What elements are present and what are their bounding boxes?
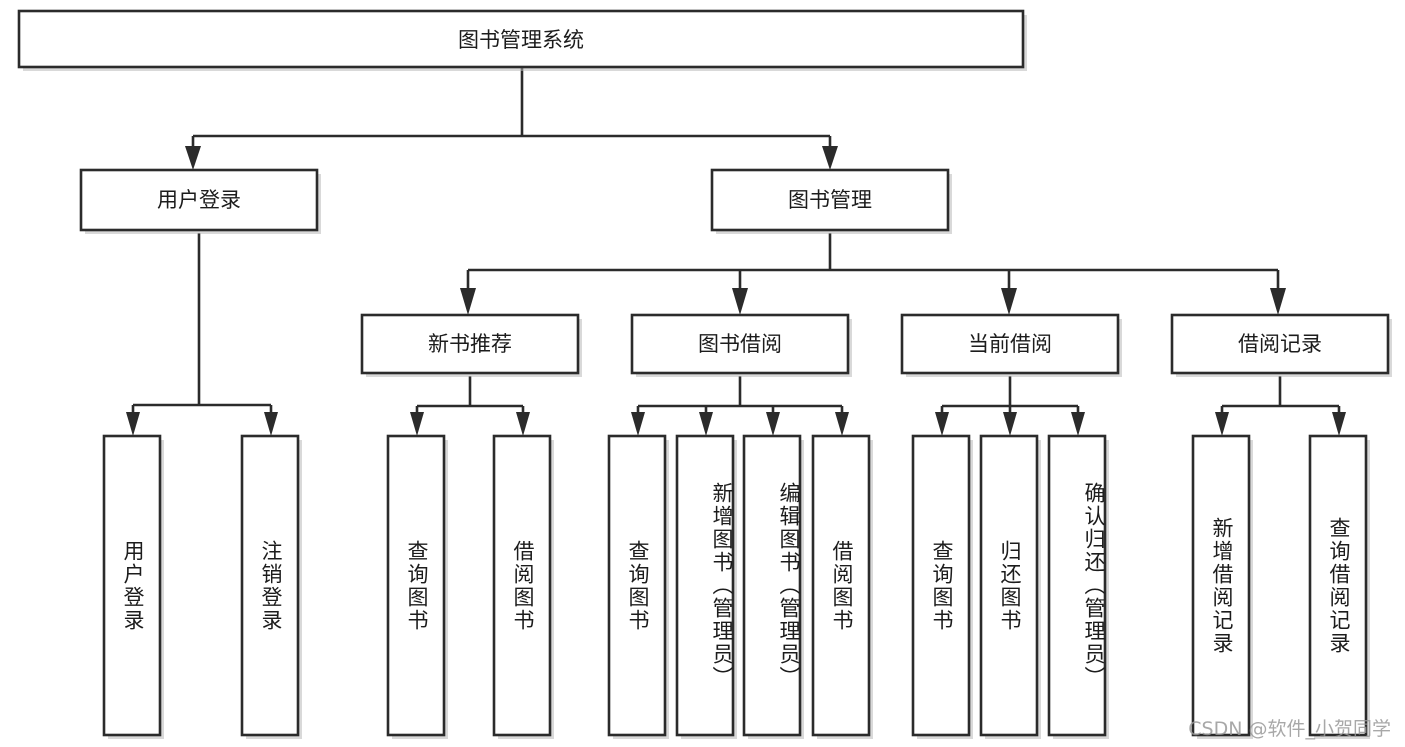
leaf-bb-edit-box[interactable]: [742, 434, 802, 737]
arrow-head-leaf-cb-confirm: [1071, 412, 1085, 436]
arrow-head-leaf-rec-borrow: [516, 412, 530, 436]
node-user-login[interactable]: 用户登录: [79, 168, 321, 234]
node-book-borrow[interactable]: 图书借阅: [630, 313, 852, 377]
arrow-head-leaf-br-add: [1215, 412, 1229, 436]
node-user-login-box[interactable]: [79, 168, 319, 232]
arrow-head-book-manage: [822, 146, 838, 170]
leaf-br-add-box[interactable]: [1191, 434, 1251, 737]
leaf-bb-query-box[interactable]: [607, 434, 667, 737]
arrow-head-new-book-rec: [460, 288, 476, 315]
node-current-borrow-box[interactable]: [900, 313, 1120, 375]
arrow-head-user-login: [185, 146, 201, 170]
node-root[interactable]: 图书管理系统: [17, 9, 1027, 71]
leaf-cb-query-box[interactable]: [911, 434, 971, 737]
node-book-manage-box[interactable]: [710, 168, 950, 232]
node-current-borrow-label: 当前借阅: [968, 332, 1052, 356]
leaf-cb-confirm-box[interactable]: [1047, 434, 1107, 737]
leaf-box-layer: [102, 434, 1370, 739]
node-book-borrow-label: 图书借阅: [698, 332, 782, 356]
arrow-head-leaf-br-query: [1332, 412, 1346, 436]
arrow-head-leaf-bb-borrow: [835, 412, 849, 436]
node-borrow-record-label: 借阅记录: [1238, 332, 1322, 356]
leaf-rec-borrow-box[interactable]: [492, 434, 552, 737]
leaf-bb-add-box[interactable]: [675, 434, 735, 737]
arrow-head-borrow-record: [1270, 288, 1286, 315]
leaf-br-query-box[interactable]: [1308, 434, 1368, 737]
node-borrow-record[interactable]: 借阅记录: [1170, 313, 1392, 377]
node-borrow-record-box[interactable]: [1170, 313, 1390, 375]
node-user-login-label: 用户登录: [157, 188, 241, 212]
node-current-borrow[interactable]: 当前借阅: [900, 313, 1122, 377]
leaf-bb-borrow-box[interactable]: [811, 434, 871, 737]
arrow-head-current-borrow: [1001, 288, 1017, 315]
leaf-rec-query-box[interactable]: [386, 434, 446, 737]
node-root-label: 图书管理系统: [458, 28, 584, 52]
connector-layer: [126, 67, 1346, 436]
arrow-head-leaf-cb-query: [935, 412, 949, 436]
csdn-watermark: CSDN @软件_小贺同学: [1188, 718, 1391, 740]
arrow-head-leaf-bb-query: [631, 412, 645, 436]
leaf-cb-return-box[interactable]: [979, 434, 1039, 737]
node-book-manage[interactable]: 图书管理: [710, 168, 952, 234]
arrow-head-leaf-user-logout: [264, 412, 278, 436]
node-root-box[interactable]: [17, 9, 1025, 69]
node-new-book-rec[interactable]: 新书推荐: [360, 313, 582, 377]
arrow-head-leaf-cb-return: [1003, 412, 1017, 436]
node-book-manage-label: 图书管理: [788, 188, 872, 212]
node-new-book-rec-label: 新书推荐: [428, 332, 512, 356]
leaf-user-login-box[interactable]: [102, 434, 162, 737]
node-book-borrow-box[interactable]: [630, 313, 850, 375]
node-new-book-rec-box[interactable]: [360, 313, 580, 375]
arrow-head-leaf-user-login: [126, 412, 140, 436]
leaf-user-logout-box[interactable]: [240, 434, 300, 737]
arrow-head-book-borrow: [732, 288, 748, 315]
arrow-head-leaf-bb-edit: [766, 412, 780, 436]
arrow-head-leaf-rec-query: [410, 412, 424, 436]
arrow-head-leaf-bb-add: [699, 412, 713, 436]
